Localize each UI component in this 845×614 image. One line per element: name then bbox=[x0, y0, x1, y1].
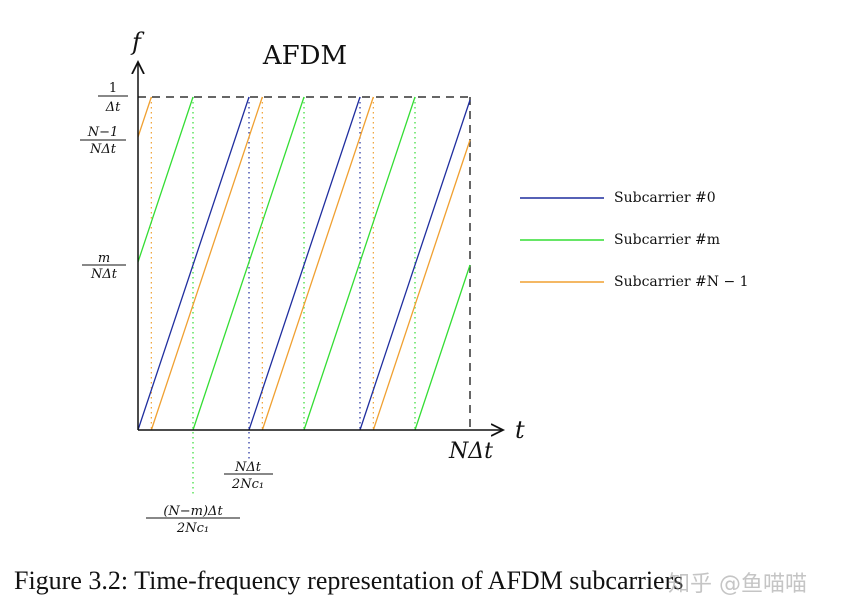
svg-text:NΔt: NΔt bbox=[234, 460, 262, 475]
svg-text:m: m bbox=[98, 251, 110, 266]
afdm-diagram: AFDM t f NΔt 1 Δt N−1 NΔt m NΔt NΔt 2Nc₁… bbox=[80, 28, 749, 536]
chirp-0-segment-2 bbox=[359, 99, 471, 431]
svg-text:NΔt: NΔt bbox=[90, 267, 118, 282]
svg-text:2Nc₁: 2Nc₁ bbox=[231, 477, 264, 492]
y-axis-label: f bbox=[130, 28, 145, 56]
svg-text:Δt: Δt bbox=[105, 100, 121, 115]
x-tick-ndt-over-2nc1: NΔt 2Nc₁ bbox=[224, 460, 273, 492]
legend: Subcarrier #0 Subcarrier #m Subcarrier #… bbox=[520, 190, 749, 290]
watermark: 知乎 @鱼喵喵 bbox=[668, 572, 807, 597]
x-end-label: NΔt bbox=[448, 439, 493, 464]
svg-text:Subcarrier #m: Subcarrier #m bbox=[614, 232, 720, 248]
chirp-2-segment-1 bbox=[150, 96, 263, 431]
svg-text:N−1: N−1 bbox=[87, 125, 119, 140]
chirp-2-segment-2 bbox=[261, 96, 374, 431]
legend-item-subcarrier-m: Subcarrier #m bbox=[520, 232, 720, 248]
chirp-1-segment-3 bbox=[414, 264, 471, 431]
x-axis-label: t bbox=[515, 416, 525, 444]
svg-text:Subcarrier #N − 1: Subcarrier #N − 1 bbox=[614, 274, 749, 290]
svg-text:Subcarrier #0: Subcarrier #0 bbox=[614, 190, 716, 206]
chirp-lines bbox=[137, 96, 471, 431]
svg-text:(N−m)Δt: (N−m)Δt bbox=[163, 504, 223, 519]
diagram-title: AFDM bbox=[262, 41, 347, 71]
svg-text:1: 1 bbox=[109, 81, 117, 96]
chirp-0-segment-0 bbox=[137, 96, 250, 431]
chirp-2-segment-0 bbox=[137, 96, 152, 138]
chirp-1-segment-2 bbox=[303, 96, 416, 431]
y-tick-m: m NΔt bbox=[82, 251, 126, 282]
svg-text:NΔt: NΔt bbox=[89, 142, 117, 157]
y-tick-n-minus-1: N−1 NΔt bbox=[80, 125, 126, 157]
chirp-0-segment-1 bbox=[248, 96, 361, 431]
chirp-1-segment-0 bbox=[137, 96, 194, 263]
x-tick-n-minus-m: (N−m)Δt 2Nc₁ bbox=[146, 504, 240, 536]
svg-text:2Nc₁: 2Nc₁ bbox=[176, 521, 209, 536]
legend-item-subcarrier-n-minus-1: Subcarrier #N − 1 bbox=[520, 274, 749, 290]
chirp-1-segment-1 bbox=[192, 96, 305, 431]
chirp-2-segment-3 bbox=[372, 139, 471, 431]
y-tick-1-over-dt: 1 Δt bbox=[98, 81, 128, 115]
legend-item-subcarrier-0: Subcarrier #0 bbox=[520, 190, 716, 206]
dotted-guides bbox=[150, 97, 416, 495]
figure-caption: Figure 3.2: Time-frequency representatio… bbox=[14, 566, 684, 595]
